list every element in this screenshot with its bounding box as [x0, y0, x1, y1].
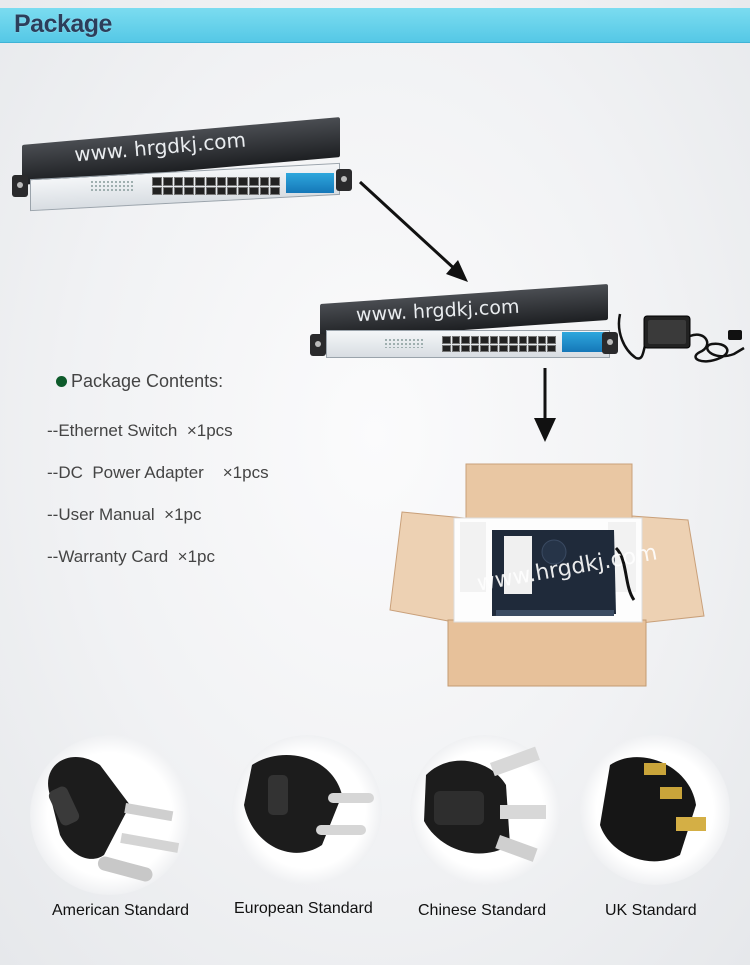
rj45-port [205, 177, 216, 186]
plug-caption-european: European Standard [234, 900, 373, 917]
rj45-port [470, 336, 480, 344]
us-plug-icon [30, 735, 190, 895]
rj45-port [480, 336, 489, 344]
contents-item: --Warranty Card ×1pc [47, 547, 215, 566]
rj45-port [518, 336, 528, 344]
plug-caption-american: American Standard [52, 902, 189, 919]
rj45-port [547, 344, 556, 352]
rj45-port [270, 186, 280, 195]
rj45-port [470, 344, 480, 352]
rj45-port [205, 186, 216, 195]
rj45-port [162, 186, 173, 195]
rj45-port [499, 336, 509, 344]
rj45-port [195, 186, 205, 195]
contents-item: --DC Power Adapter ×1pcs [47, 463, 269, 482]
rj45-port [442, 344, 451, 352]
rj45-port [227, 186, 237, 195]
switch-top-ports [152, 177, 280, 195]
rj45-port [528, 344, 537, 352]
contents-item: --User Manual ×1pc [47, 505, 202, 524]
arrow-down-icon [534, 368, 556, 442]
rj45-port [537, 344, 547, 352]
rj45-port [216, 186, 227, 195]
list-bullet [56, 376, 67, 387]
rj45-port [509, 336, 518, 344]
rj45-port [259, 177, 270, 186]
rj45-port [499, 344, 509, 352]
rj45-port [152, 186, 162, 195]
eu-plug-icon [232, 735, 382, 885]
switch-middle-ports [442, 336, 556, 352]
rj45-port [270, 177, 280, 186]
rj45-port [528, 336, 537, 344]
cn-plug-icon [410, 735, 560, 885]
carton-box-image [389, 463, 705, 687]
rj45-port [518, 344, 528, 352]
switch-top: www. hrgdkj.com [12, 117, 352, 215]
rj45-port [461, 336, 470, 344]
uk-plug-icon [580, 735, 730, 885]
rj45-port [442, 336, 451, 344]
power-adapter-icon [617, 313, 745, 363]
rj45-port [173, 177, 184, 186]
rj45-port [451, 336, 461, 344]
rj45-port [238, 186, 248, 195]
rj45-port [547, 336, 556, 344]
plug-caption-uk: UK Standard [605, 902, 697, 919]
rj45-port [248, 186, 259, 195]
rj45-port [451, 344, 461, 352]
rj45-port [489, 344, 499, 352]
arrow-down-right-icon [358, 180, 468, 282]
rj45-port [259, 186, 270, 195]
contents-title: Package Contents: [71, 371, 224, 391]
section-header: Package [0, 8, 750, 43]
rj45-port [248, 177, 259, 186]
rj45-port [184, 177, 194, 186]
rj45-port [461, 344, 470, 352]
contents-item: --Ethernet Switch ×1pcs [47, 421, 233, 440]
rj45-port [227, 177, 237, 186]
rj45-port [184, 186, 194, 195]
rj45-port [509, 344, 518, 352]
rj45-port [537, 336, 547, 344]
plug-caption-chinese: Chinese Standard [418, 902, 547, 919]
switch-middle: www. hrgdkj.com [310, 283, 618, 368]
rj45-port [489, 336, 499, 344]
rj45-port [152, 177, 162, 186]
rj45-port [195, 177, 205, 186]
rj45-port [238, 177, 248, 186]
rj45-port [480, 344, 489, 352]
rj45-port [162, 177, 173, 186]
rj45-port [216, 177, 227, 186]
section-title: Package [14, 10, 112, 38]
rj45-port [173, 186, 184, 195]
